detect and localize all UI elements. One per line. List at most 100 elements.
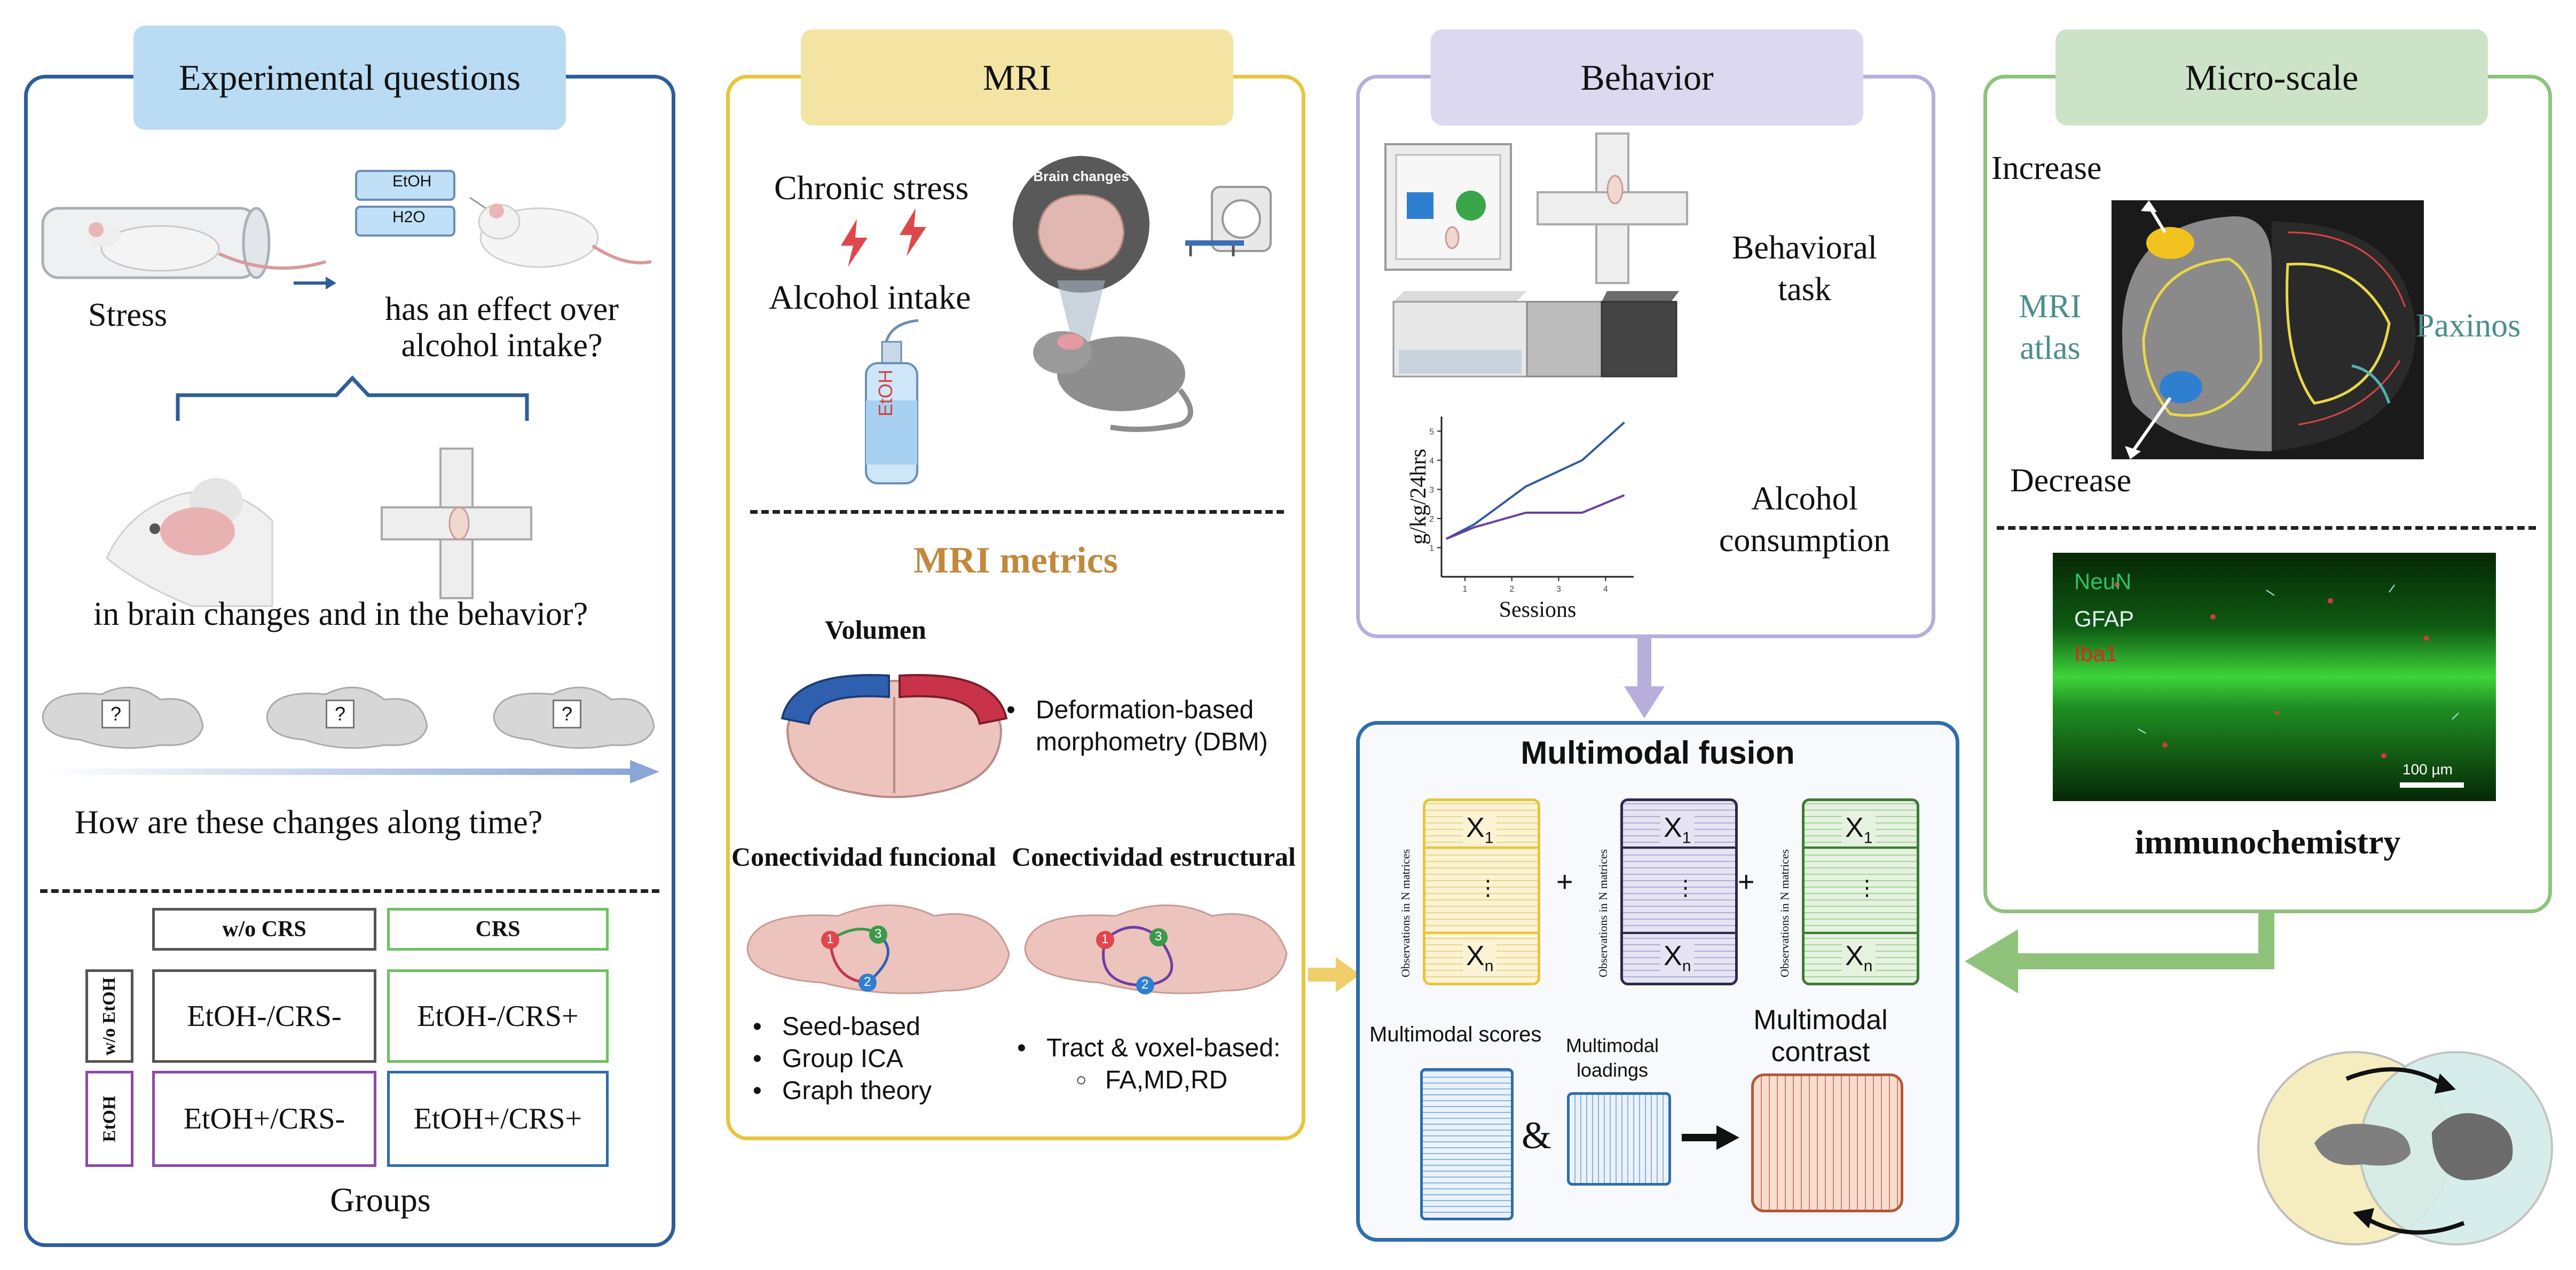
effect-line1: has an effect over [385, 291, 619, 327]
contrast-line2: contrast [1771, 1037, 1870, 1068]
group-cell-etoh-pos-crs-pos: EtOH+/CRS+ [387, 1071, 609, 1167]
group-cell-etoh-neg-crs-neg: EtOH-/CRS- [152, 969, 376, 1063]
matrix-last-row-label: Xn [1660, 940, 1695, 976]
func-item-1: Seed-based [753, 1012, 920, 1041]
func-item-3: Graph theory [753, 1076, 932, 1106]
group-col-header-wo-crs: w/o CRS [152, 908, 376, 951]
stress-label: Stress [88, 297, 168, 333]
node-label-1: 1 [1101, 932, 1109, 946]
loadings-line2: loadings [1576, 1059, 1649, 1081]
dbm-line2: morphometry (DBM) [1036, 728, 1268, 756]
loadings-line1: Multimodal [1565, 1034, 1659, 1056]
y-tick-label: 3 [1429, 485, 1434, 495]
multimodal-loadings-matrix [1567, 1092, 1671, 1186]
alcohol-consumption-line1: Alcohol [1751, 481, 1858, 517]
structural-connectivity-title: Conectividad estructural [1012, 842, 1296, 872]
brace-icon [176, 375, 529, 421]
stain-neun-label: NeuN [2074, 569, 2132, 594]
node-label-3: 3 [875, 927, 882, 941]
microscale-title: Micro-scale [2055, 29, 2488, 126]
plus-sign: + [1556, 866, 1573, 898]
func-item-2: Group ICA [753, 1044, 903, 1073]
mri-atlas-label: MRI atlas [1986, 286, 2114, 369]
open-field-icon [1384, 143, 1512, 271]
matrix-row-divider [1802, 846, 1919, 849]
paxinos-label: Paxinos [2416, 308, 2521, 344]
matrix-ellipsis: ⋮ [1477, 876, 1499, 900]
brain-changes-label: Brain changes [1033, 168, 1129, 184]
lightning-icon [841, 219, 868, 267]
bottle-etoh-label: EtOH [392, 173, 432, 190]
matrix-row-divider [1802, 932, 1919, 934]
effect-line2: alcohol intake? [401, 327, 603, 364]
behavioral-task-label: Behavioral task [1698, 227, 1911, 310]
brain-sagittal-structural-icon [1024, 904, 1288, 994]
multimodal-contrast-label: Multimodal contrast [1732, 1004, 1909, 1068]
matrix-first-row-label: X1 [1842, 812, 1876, 848]
question-mark-badge: ? [553, 700, 581, 728]
groups-label: Groups [330, 1181, 431, 1219]
matrix-row-divider [1423, 932, 1540, 934]
node-label-2: 2 [1141, 977, 1149, 992]
mri-atlas-line2: atlas [2020, 330, 2081, 366]
divider [1997, 526, 2536, 530]
experimental-questions-title: Experimental questions [133, 26, 566, 130]
bottle-h2o-label: H2O [392, 208, 426, 226]
node-label-1: 1 [826, 932, 834, 946]
alcohol-intake-label: Alcohol intake [769, 278, 971, 316]
matrix-ellipsis: ⋮ [1675, 876, 1696, 900]
plus-maze-icon [381, 448, 532, 599]
group-row-header-etoh: EtOH [85, 1071, 133, 1167]
x-tick-label: 2 [1509, 585, 1514, 594]
brain-coronal-icon [781, 674, 1008, 798]
mri-scanner-icon [1185, 186, 1272, 256]
arrow-icon [294, 277, 336, 289]
matrix-first-row-label: X1 [1463, 812, 1497, 848]
rat-head-icon [106, 478, 273, 607]
stain-iba1-label: Iba1 [2074, 641, 2118, 666]
water-bottle-icon [355, 206, 455, 237]
volumen-label: Volumen [825, 615, 926, 645]
functional-connectivity-title: Conectividad funcional [731, 842, 996, 872]
decrease-label: Decrease [2010, 462, 2132, 499]
matrix-row-divider [1423, 846, 1540, 849]
cycle-icon [2257, 1051, 2553, 1245]
struct-item: Tract & voxel-based: [1017, 1033, 1280, 1063]
question-mark-badge: ? [101, 700, 130, 728]
y-tick-label: 1 [1429, 544, 1434, 553]
matrix-row-divider [1620, 846, 1738, 849]
y-axis-label: g/kg/24hrs [1406, 449, 1431, 545]
plus-maze-icon [1537, 132, 1688, 284]
timeline-arrow [43, 760, 659, 783]
matrix-last-row-label: Xn [1842, 940, 1876, 976]
divider [750, 510, 1284, 514]
multimodal-fusion-title: Multimodal fusion [1521, 735, 1795, 771]
bottle-etoh-label: EtOH [875, 369, 896, 417]
dbm-bullet: Deformation-based morphometry (DBM) [1006, 694, 1268, 758]
y-tick-label: 5 [1429, 427, 1434, 436]
y-tick-label: 2 [1429, 515, 1434, 524]
alcohol-consumption-line2: consumption [1719, 522, 1890, 559]
stain-gfap-label: GFAP [2074, 606, 2134, 631]
brain-changes-icon [1013, 156, 1149, 377]
struct-sub-item: FA,MD,RD [1076, 1065, 1227, 1095]
matrix-row-divider [1620, 932, 1738, 934]
node-label-3: 3 [1155, 929, 1162, 944]
contrast-line1: Multimodal [1753, 1005, 1888, 1036]
water-bottle-icon [355, 170, 455, 201]
shuttle-box-icon [1392, 291, 1679, 378]
x-tick-label: 4 [1603, 585, 1608, 594]
series-line-2 [1446, 494, 1625, 540]
mri-metrics-title: MRI metrics [913, 540, 1118, 581]
mri-atlas-line1: MRI [2019, 288, 2082, 325]
mri-title: MRI [801, 29, 1233, 126]
arrow-icon [1308, 957, 1360, 992]
brain-sagittal-functional-icon [746, 904, 1010, 994]
matrix-last-row-label: Xn [1463, 940, 1497, 976]
scale-bar-label: 100 µm [2402, 761, 2453, 778]
divider [40, 889, 659, 893]
series-line-1 [1445, 421, 1625, 540]
y-tick-label: 4 [1429, 457, 1434, 466]
immunostaining-image [2053, 553, 2496, 801]
